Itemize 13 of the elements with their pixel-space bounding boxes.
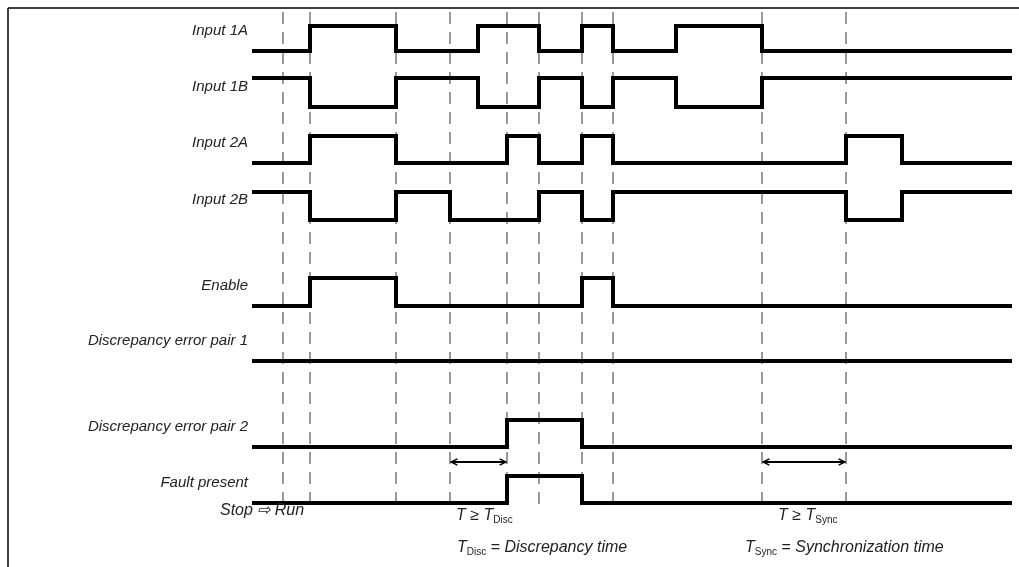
signal-name: Input 1B <box>192 77 248 95</box>
signal-name: Input 2B <box>192 190 248 208</box>
duration-condition: T ≥ T$_{Disc}$ <box>456 506 513 527</box>
signal-name: Input 2A <box>192 133 248 151</box>
signal-name: Enable <box>201 276 248 294</box>
signal-name: Fault present <box>160 473 248 491</box>
duration-condition: T ≥ T$_{Sync}$ <box>778 506 838 527</box>
signal-name: Discrepancy error pair 1 <box>87 331 248 349</box>
transition-note: Stop ⇨ Run <box>220 501 305 519</box>
signal-name: Input 1A <box>192 21 248 39</box>
definition-note: T$_{Sync}$ = Synchronization time <box>745 538 944 559</box>
signal-name: Discrepancy error pair 2 <box>87 417 248 435</box>
definition-note: T$_{Disc}$ = Discrepancy time <box>457 538 628 559</box>
